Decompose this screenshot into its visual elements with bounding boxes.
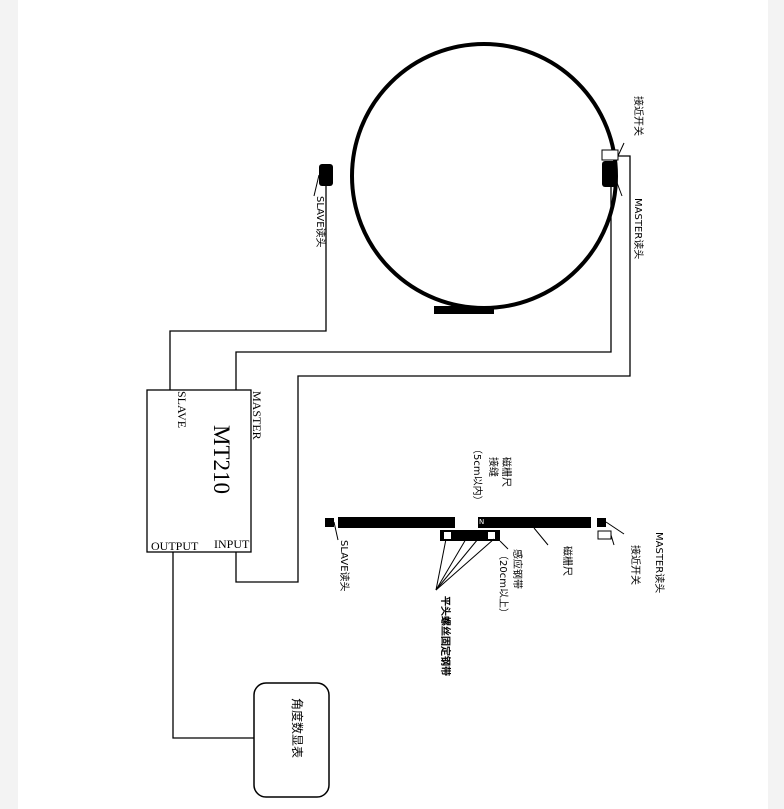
ring-proximity-switch-label: 接近开关 xyxy=(632,96,643,136)
linear-slave-head xyxy=(325,518,334,527)
linear-master-head xyxy=(597,518,606,527)
sensing-steel-strip xyxy=(440,530,500,541)
magnetic-scale-label: 磁栅尺 xyxy=(561,546,572,576)
sensing-strip-note: （20cm以上） xyxy=(497,550,508,618)
master-head-leader xyxy=(605,521,625,535)
strip-screw-left xyxy=(444,532,451,539)
input-wire xyxy=(235,155,631,583)
linear-proximity-switch xyxy=(597,530,612,540)
output-wire xyxy=(172,552,254,739)
ring-slave-leader xyxy=(313,174,320,197)
controller-model: MT210 xyxy=(209,425,234,494)
scale-marker-n-right: N xyxy=(479,518,485,526)
ring-master-head-label: MASTER读头 xyxy=(632,198,643,260)
screw-leader-2 xyxy=(435,538,467,591)
ring-base-block xyxy=(434,306,494,314)
scale-seam-note: （5cm以内） xyxy=(471,444,482,506)
display-label: 角度数显表 xyxy=(290,698,304,759)
screw-leader-4 xyxy=(435,538,495,591)
diagram-canvas: 接近开关 MASTER读头 SLAVE读头 MT210 MASTER SLAVE… xyxy=(18,0,768,809)
ring-slave-head-label: SLAVE读头 xyxy=(314,196,325,248)
ring-master-head xyxy=(602,161,616,187)
scale-seam-label: 磁栅尺 接缝 xyxy=(487,457,511,487)
ring-proximity-switch xyxy=(601,149,619,161)
screws-label: 平头螺丝固定钢带 xyxy=(439,596,450,676)
ring-proximity-leader xyxy=(617,142,625,157)
strip-leader xyxy=(499,540,509,550)
wiring-diagram xyxy=(146,42,631,798)
linear-proximity-switch-label: 接近开关 xyxy=(629,545,640,585)
ring-circle xyxy=(350,42,618,310)
port-input-label: INPUT xyxy=(214,537,250,551)
linear-slave-head-label: SLAVE读头 xyxy=(338,540,349,592)
port-master-label: MASTER xyxy=(250,391,264,440)
port-output-label: OUTPUT xyxy=(151,539,199,553)
master-wire xyxy=(235,187,612,390)
proximity-leader xyxy=(610,534,615,546)
scale-marker-n-left: N xyxy=(459,518,465,526)
display-box xyxy=(253,682,330,798)
ring-slave-head xyxy=(319,164,333,186)
port-slave-label: SLAVE xyxy=(175,391,189,429)
scale-leader xyxy=(533,527,549,546)
mt210-box xyxy=(146,389,252,553)
scale-segment-right xyxy=(478,517,591,528)
screw-leader-1 xyxy=(435,538,447,591)
screw-leader-3 xyxy=(435,538,479,591)
slave-head-leader xyxy=(333,521,339,541)
scale-segment-left xyxy=(338,517,455,528)
slave-wire xyxy=(169,186,327,390)
strip-screw-right xyxy=(488,532,495,539)
ring-master-leader xyxy=(615,179,623,197)
